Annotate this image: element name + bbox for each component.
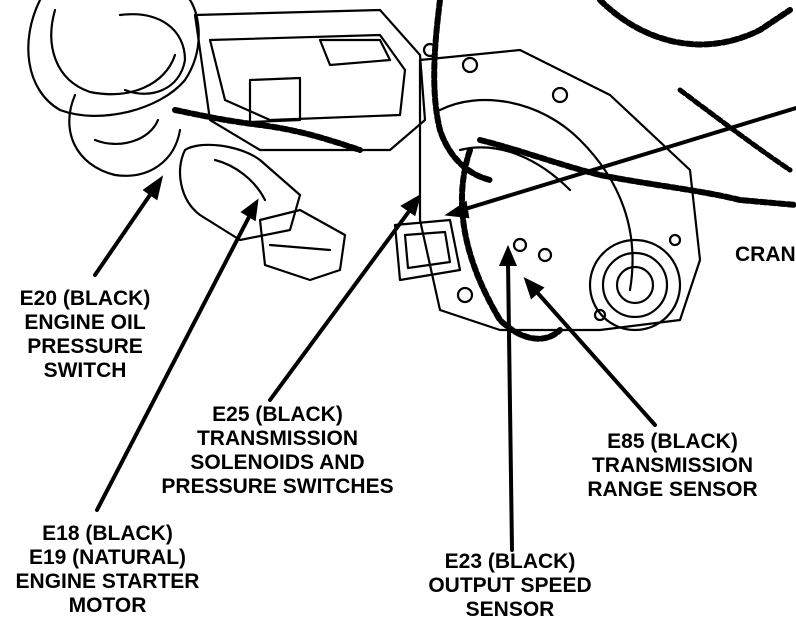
- bracket: [258, 208, 347, 282]
- engine-block: [193, 8, 427, 152]
- label-e85: E85 (BLACK)TRANSMISSION RANGE SENSOR: [587, 430, 758, 501]
- range-sensor-cover: [588, 238, 682, 332]
- harness-upper-right: [597, 0, 793, 48]
- engine-cylinder-lower: [68, 93, 182, 177]
- harness-top: [431, 0, 493, 183]
- transmission-housing: [418, 48, 702, 332]
- solenoid-pack: [393, 218, 462, 282]
- starter-motor: [178, 143, 302, 242]
- label-crank-partial: CRAN: [735, 243, 796, 266]
- harness-right: [477, 137, 796, 208]
- label-e23: E23 (BLACK)OUTPUT SPEED SENSOR: [428, 550, 592, 621]
- leader-e20: [93, 190, 154, 277]
- leader-e85: [533, 288, 657, 427]
- leader-crank: [460, 106, 796, 212]
- leader-e23: [506, 260, 514, 552]
- leader-e25: [268, 208, 412, 402]
- leader-e18: [95, 213, 252, 512]
